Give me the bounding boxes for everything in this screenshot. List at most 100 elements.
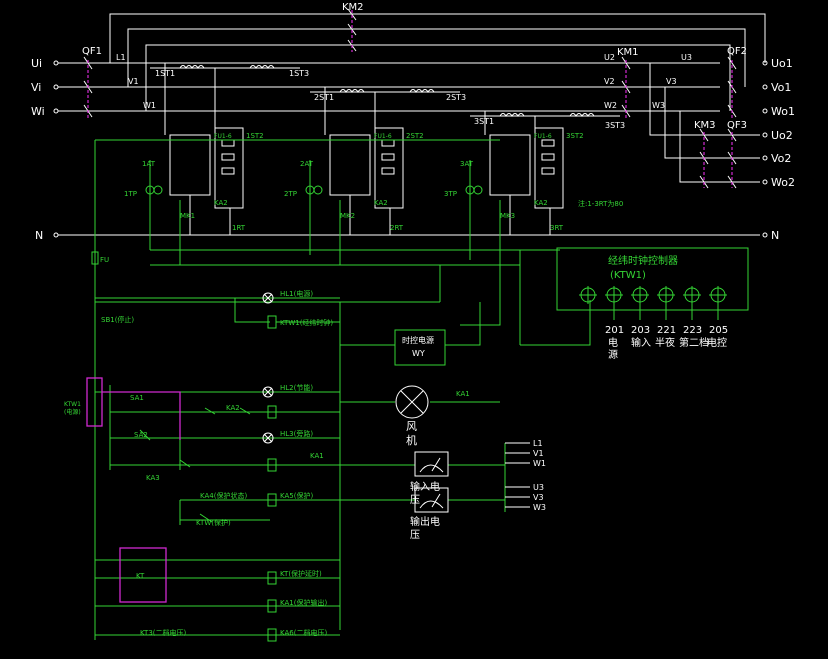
line-v1-label: V1 bbox=[128, 77, 139, 86]
hl1-label: HL1(电源) bbox=[280, 289, 313, 298]
fan-ka-label: KA1 bbox=[456, 390, 470, 398]
terminal-221: 221 bbox=[657, 325, 676, 336]
ka1-protect-label: KA1(保护输出) bbox=[280, 598, 327, 607]
qf1-label: QF1 bbox=[82, 46, 102, 57]
module-3-fu: FU1-6 bbox=[534, 133, 552, 140]
note-label: 注:1-3RT为80 bbox=[578, 199, 623, 208]
transformer-1st3-label: 1ST3 bbox=[289, 69, 309, 78]
input-v-label: Vi bbox=[31, 81, 41, 94]
regulator-line1: 时控电源 bbox=[402, 335, 434, 345]
power-circuit bbox=[58, 8, 766, 236]
line-u2-label: U2 bbox=[604, 53, 615, 62]
module-2-ka: KA2 bbox=[374, 199, 388, 207]
input-meter-label-b: 压 bbox=[410, 494, 420, 506]
output-meter-label-b: 压 bbox=[410, 529, 420, 541]
terminal-note-201-b: 源 bbox=[608, 348, 618, 361]
module-3-sa: 3AT bbox=[460, 160, 474, 168]
control-fu-label: FU bbox=[100, 256, 109, 264]
input-n-label: N bbox=[35, 229, 43, 242]
output-wo1-label: Wo1 bbox=[771, 105, 795, 118]
meter-line-l1: L1 bbox=[533, 439, 543, 448]
timer-boxes bbox=[86, 377, 181, 603]
sb1-label: SB1(停止) bbox=[101, 315, 134, 324]
line-v2-label: V2 bbox=[604, 77, 615, 86]
meter-line-u3: U3 bbox=[533, 483, 544, 492]
terminal-note-201: 电 bbox=[608, 336, 618, 349]
meter-line-v1: V1 bbox=[533, 449, 544, 458]
fan-label: 风 bbox=[406, 420, 417, 433]
meter-line-w3: W3 bbox=[533, 503, 546, 512]
output-meter-label: 输出电 bbox=[410, 515, 440, 528]
hl3-label: HL3(旁路) bbox=[280, 429, 313, 438]
line-w2-label: W2 bbox=[604, 101, 617, 110]
module-2-tp: 2TP bbox=[284, 190, 297, 198]
module-2-mk: MK2 bbox=[340, 212, 355, 220]
ka4-label: KA4(保护状态) bbox=[200, 491, 247, 500]
module-3-rt: 3RT bbox=[550, 224, 564, 232]
controller-terminals bbox=[579, 286, 727, 304]
meter-line-v3: V3 bbox=[533, 493, 544, 502]
hl2-label: HL2(节能) bbox=[280, 383, 313, 392]
line-u3-label: U3 bbox=[681, 53, 692, 62]
qf2-label: QF2 bbox=[727, 46, 747, 57]
module-3-tp: 3TP bbox=[444, 190, 457, 198]
output-wo2-label: Wo2 bbox=[771, 176, 795, 189]
transformer-3st3-label: 3ST3 bbox=[605, 121, 625, 130]
input-u-label: Ui bbox=[31, 57, 42, 70]
km1-label: KM1 bbox=[617, 47, 639, 58]
output-n-label: N bbox=[771, 229, 779, 242]
breaker-links bbox=[87, 10, 733, 188]
module-1-rt: 1RT bbox=[232, 224, 246, 232]
line-w1-label: W1 bbox=[143, 101, 156, 110]
module-2-rt: 2RT bbox=[390, 224, 404, 232]
qf3-label: QF3 bbox=[727, 120, 747, 131]
module-2-fu: FU1-6 bbox=[374, 133, 392, 140]
module-3-st: 3ST2 bbox=[566, 132, 584, 140]
ka1-label: KA1 bbox=[310, 452, 324, 460]
output-vo2-label: Vo2 bbox=[771, 152, 791, 165]
ka2-label: KA2 bbox=[226, 404, 240, 412]
control-circuit bbox=[95, 297, 506, 642]
labels: Ui Vi Wi N Uo1 Vo1 Wo1 Uo2 Vo2 Wo2 N QF1… bbox=[31, 2, 795, 637]
km3-label: KM3 bbox=[694, 120, 716, 131]
module-3-mk: MK3 bbox=[500, 212, 515, 220]
module-3-ka: KA2 bbox=[534, 199, 548, 207]
transformer-2st1-label: 2ST1 bbox=[314, 93, 334, 102]
kt3-label: KT3(二档电压) bbox=[140, 628, 187, 637]
ktw1-label: KTW1(经纬时钟) bbox=[280, 318, 333, 327]
terminals bbox=[53, 60, 768, 238]
terminal-note-221: 半夜 bbox=[655, 336, 675, 349]
output-uo2-label: Uo2 bbox=[771, 129, 793, 142]
output-vo1-label: Vo1 bbox=[771, 81, 791, 94]
module-1-fu: FU1-6 bbox=[214, 133, 232, 140]
lamps bbox=[262, 292, 449, 513]
terminal-note-223: 第二档 bbox=[679, 336, 709, 349]
line-l1-label: L1 bbox=[116, 53, 126, 62]
terminal-201: 201 bbox=[605, 325, 624, 336]
transformer-1st1-label: 1ST1 bbox=[155, 69, 175, 78]
terminal-note-203: 输入 bbox=[631, 336, 651, 349]
transformer-2st3-label: 2ST3 bbox=[446, 93, 466, 102]
transformer-3st1-label: 3ST1 bbox=[474, 117, 494, 126]
ka3-label: KA3 bbox=[146, 474, 160, 482]
line-w3-label: W3 bbox=[652, 101, 665, 110]
module-1-ka: KA2 bbox=[214, 199, 228, 207]
controller-title: 经纬时钟控制器 bbox=[608, 254, 678, 267]
module-2-st: 2ST2 bbox=[406, 132, 424, 140]
terminal-203: 203 bbox=[631, 325, 650, 336]
terminal-223: 223 bbox=[683, 325, 702, 336]
module-1-tp: 1TP bbox=[124, 190, 137, 198]
terminal-205: 205 bbox=[709, 325, 728, 336]
input-w-label: Wi bbox=[31, 105, 45, 118]
module-section bbox=[150, 63, 620, 235]
controller-model: (KTW1) bbox=[610, 270, 646, 281]
sa2-label: SA2 bbox=[134, 431, 148, 439]
input-meter-label: 输入电 bbox=[410, 480, 440, 493]
module-1-st: 1ST2 bbox=[246, 132, 264, 140]
clock-controller bbox=[556, 247, 749, 320]
meter-line-stubs bbox=[505, 442, 530, 508]
module-1-mk: MK1 bbox=[180, 212, 195, 220]
line-v3-label: V3 bbox=[666, 77, 677, 86]
sa1-label: SA1 bbox=[130, 394, 144, 402]
